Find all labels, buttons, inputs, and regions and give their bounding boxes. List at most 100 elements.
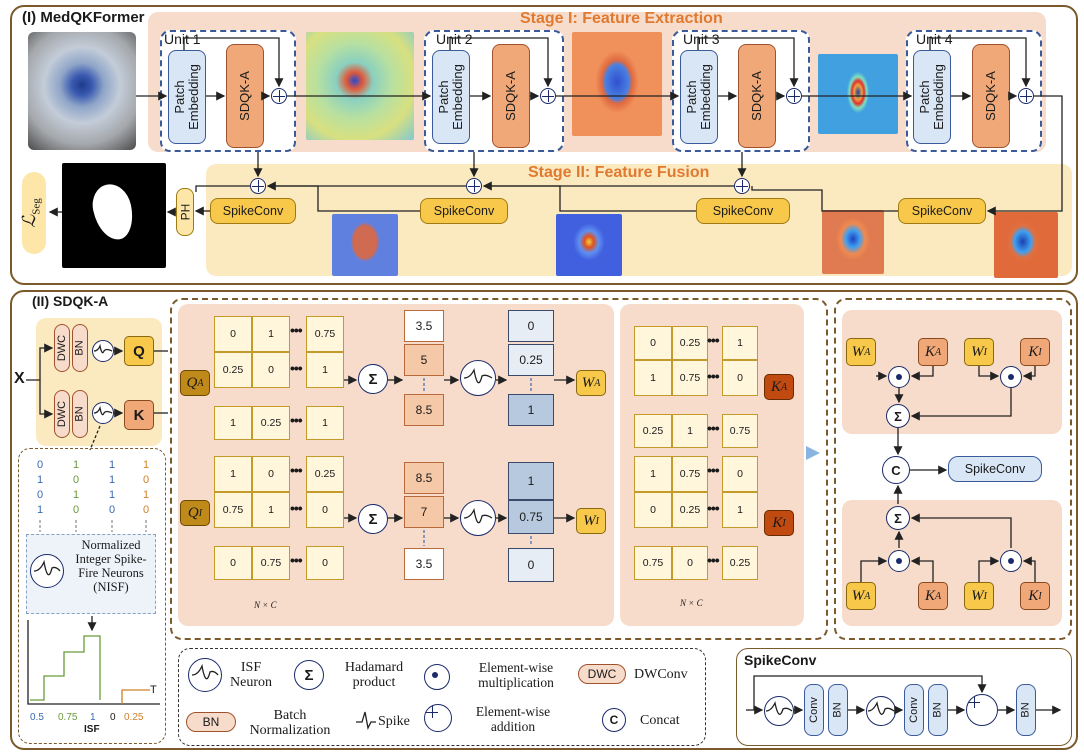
t-label: T <box>150 684 157 696</box>
mult-top-a <box>888 366 910 388</box>
legend-ewadd: Element-wise addition <box>475 704 551 734</box>
ki-cell: 0 <box>634 492 672 528</box>
legend-concat-icon: C <box>602 708 626 732</box>
qi-ellipsis: ••• <box>290 462 303 478</box>
add-unit-2 <box>540 88 556 104</box>
sdqk-a-1: SDQK-A <box>226 44 264 148</box>
wa-val: 0 <box>508 310 554 342</box>
hadamard-qa: Σ <box>358 364 388 394</box>
ka-cell: 0 <box>722 360 758 396</box>
ki-cell: 0 <box>722 456 758 492</box>
nisf-panel <box>18 448 166 744</box>
sdqk-a-3: SDQK-A <box>738 44 776 148</box>
qi-cell: 0 <box>306 546 344 580</box>
patch-embedding-3: Patch Embedding <box>680 50 718 144</box>
legend-plus-icon <box>424 704 452 732</box>
ki-ellipsis: ••• <box>707 500 720 516</box>
fusion-map-2 <box>556 214 622 276</box>
mult-bottom-a <box>888 550 910 572</box>
qa-sum: 8.5 <box>404 394 444 426</box>
input-dermoscopy-image <box>28 32 136 150</box>
qa-ellipsis: ••• <box>290 412 303 428</box>
qa-sum: 5 <box>404 344 444 376</box>
spikeconv-stage2-2: SpikeConv <box>420 198 508 224</box>
nxc-label-k: N × C <box>680 598 703 608</box>
legend-dwc-tag: DWC <box>578 664 626 684</box>
bn-q: BN <box>72 324 88 372</box>
dwc-k: DWC <box>54 390 70 438</box>
spikeconv-stage2-1: SpikeConv <box>210 198 296 224</box>
isf-tick-2: 0.75 <box>58 712 78 723</box>
isf-tick-4: 0 <box>110 712 116 723</box>
qi-cell: 0.75 <box>214 492 252 528</box>
x-input: X <box>14 370 25 387</box>
concat-node: C <box>882 456 910 484</box>
isf-neuron-q <box>92 340 114 362</box>
wa-val: 0.25 <box>508 344 554 376</box>
medqkformer-panel <box>10 5 1078 285</box>
wi-val: 1 <box>508 462 554 500</box>
sdqk-a-title: (II) SDQK-A <box>32 293 109 309</box>
qi-cell: 0 <box>306 492 344 528</box>
fusion-spikeconv: SpikeConv <box>948 456 1042 482</box>
legend-spike: Spike <box>378 714 410 729</box>
ka-cell: 0.75 <box>672 360 708 396</box>
hadamard-qi: Σ <box>358 504 388 534</box>
add-unit-3 <box>786 88 802 104</box>
qi-cell: 0 <box>252 456 290 492</box>
isf-tick-1: 0.5 <box>30 712 44 723</box>
wa-val: 1 <box>508 394 554 426</box>
qa-cell: 1 <box>306 406 344 440</box>
spikeconv-isf-1 <box>764 696 794 726</box>
add-unit-1 <box>271 88 287 104</box>
ki-ellipsis: ••• <box>707 462 720 478</box>
qi-sum: 8.5 <box>404 462 444 494</box>
ka-cell: 0.25 <box>672 326 708 360</box>
spikeconv-bn-2: BN <box>928 684 948 736</box>
qa-cell: 0.25 <box>252 406 290 440</box>
qa-cell: 1 <box>214 406 252 440</box>
legend-sigma-icon: Σ <box>294 660 324 690</box>
legend-concat: Concat <box>640 713 680 728</box>
legend-ewmult: Element-wise multiplication <box>478 660 554 690</box>
isf-axis-label: ISF <box>84 724 100 735</box>
spikeconv-bn-out: BN <box>1016 684 1036 736</box>
nxc-label-q: N × C <box>254 600 277 610</box>
qa-cell: 0.25 <box>214 352 252 388</box>
legend-panel <box>178 648 706 746</box>
mult-bottom-i <box>1000 550 1022 572</box>
spikeconv-add <box>966 694 998 726</box>
q-output: Q <box>124 336 154 366</box>
unit-1-label: Unit 1 <box>164 31 201 47</box>
spikeconv-panel <box>736 648 1072 746</box>
prediction-head: PH <box>176 188 194 236</box>
qi-cell: 1 <box>252 492 290 528</box>
fusion-panel <box>834 298 1072 640</box>
qi-cell: 1 <box>214 456 252 492</box>
nisf-label: Normalized Integer Spike-Fire Neurons (N… <box>75 538 147 594</box>
qa-cell: 1 <box>252 316 290 352</box>
sdqk-a-panel <box>10 290 1078 750</box>
qi-cell: 0 <box>214 546 252 580</box>
stage1-title: Stage I: Feature Extraction <box>520 10 723 27</box>
k-output: K <box>124 400 154 430</box>
ka-cell: 1 <box>722 326 758 360</box>
ki-cell: 0.75 <box>634 546 672 580</box>
qa-ellipsis: ••• <box>290 360 303 376</box>
legend-dot-icon <box>424 664 450 690</box>
ki-cell: 0.25 <box>672 492 708 528</box>
add-unit-4 <box>1018 88 1034 104</box>
qa-ellipsis: ••• <box>290 322 303 338</box>
